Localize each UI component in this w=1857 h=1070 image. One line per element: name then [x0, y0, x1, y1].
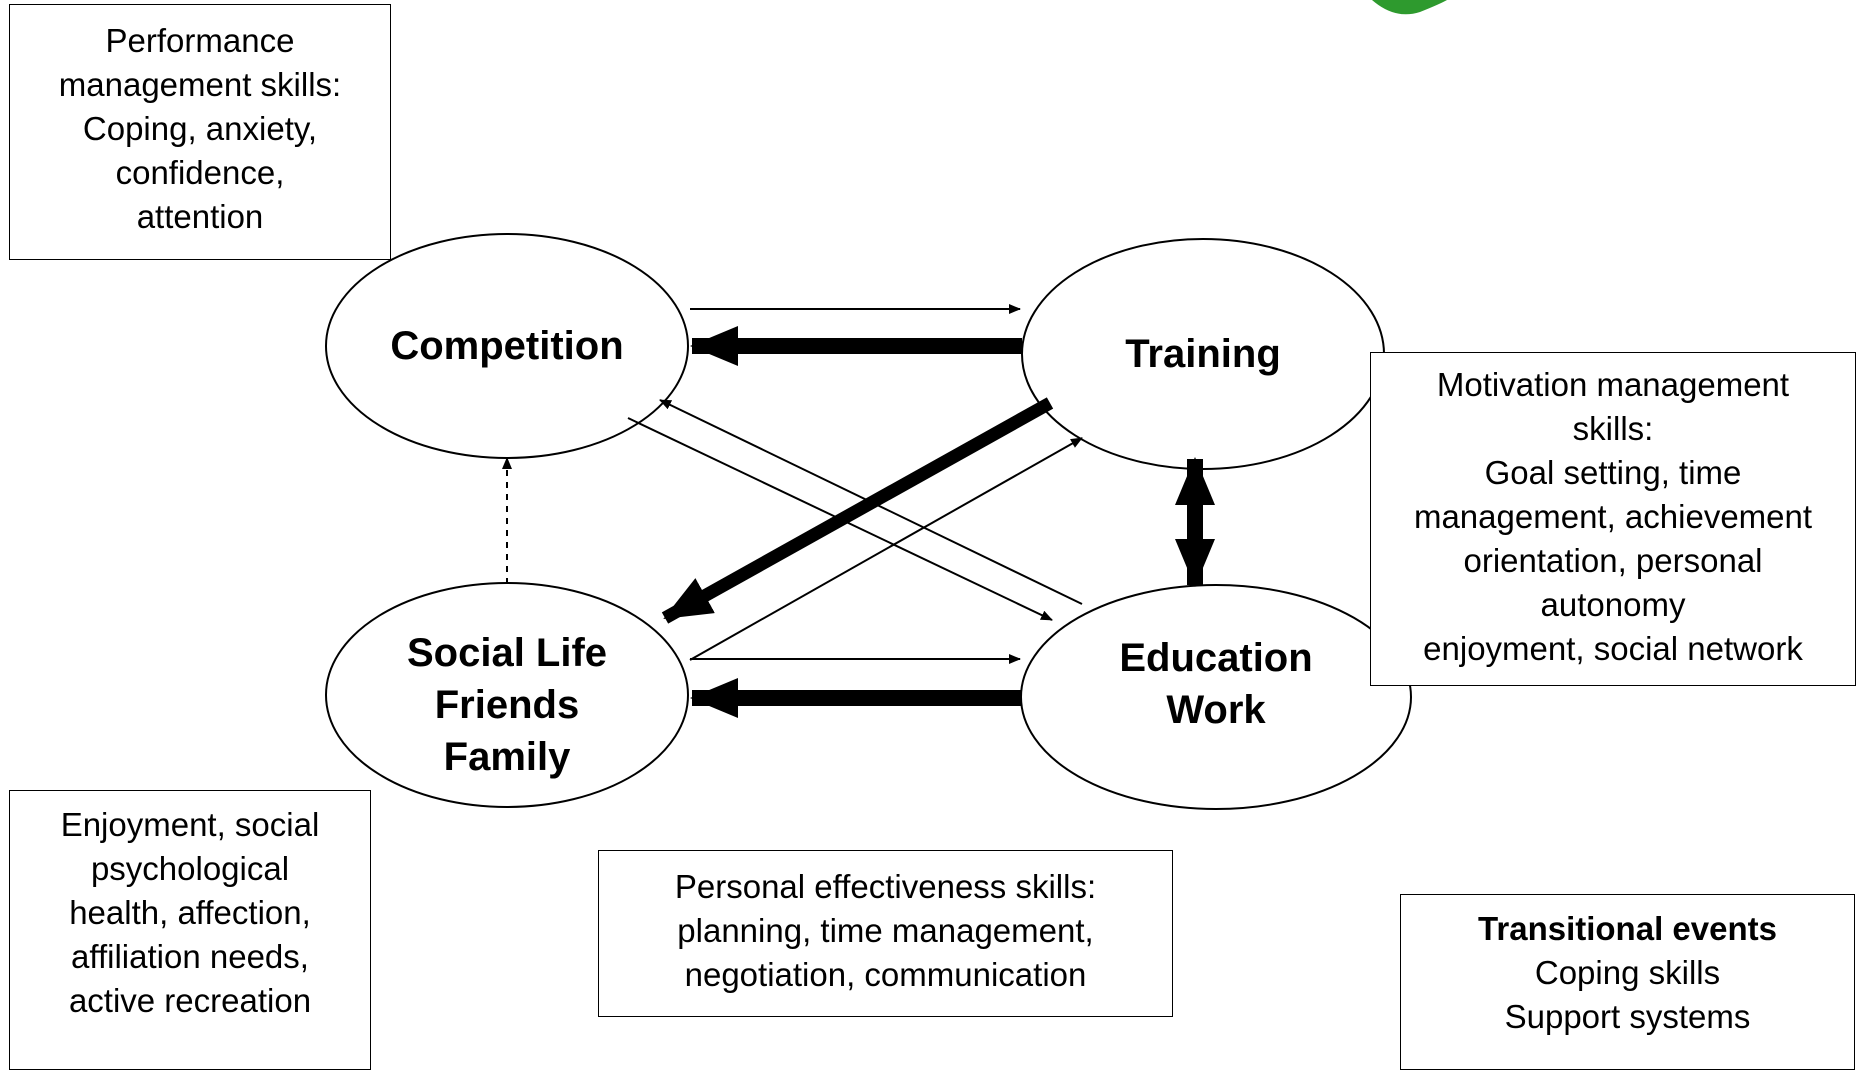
training-label: Training [1125, 332, 1281, 376]
logo-fragment [1372, 0, 1447, 15]
enjoyment-line-2: psychological [90, 850, 290, 887]
performance-line-3: Coping, anxiety, [82, 110, 318, 147]
enjoyment-line-3: health, affection, [69, 894, 311, 931]
performance-line-2: management skills: [58, 66, 342, 103]
performance-management-box: Performance management skills: Coping, a… [9, 4, 391, 260]
training-node: Training [1043, 318, 1363, 390]
education-label-line-2: Work [1166, 688, 1266, 732]
transitional-line-2: Support systems [1504, 998, 1751, 1035]
personal-line-1: Personal effectiveness skills: [674, 868, 1097, 905]
transitional-title: Transitional events [1478, 910, 1777, 947]
personal-line-3: negotiation, communication [684, 956, 1087, 993]
arrow-training-to-social [661, 397, 1054, 624]
transitional-line-1: Coping skills [1534, 954, 1721, 991]
motivation-line-1: Motivation management [1436, 366, 1790, 403]
competition-node: Competition [347, 310, 667, 382]
performance-line-1: Performance [105, 22, 295, 59]
personal-line-2: planning, time management, [677, 912, 1094, 949]
enjoyment-line-5: active recreation [68, 982, 312, 1019]
motivation-line-4: management, achievement [1413, 498, 1813, 535]
social-node: Social Life Friends Family [347, 625, 667, 785]
enjoyment-line-4: affiliation needs, [71, 938, 309, 975]
motivation-line-3: Goal setting, time [1484, 454, 1742, 491]
competition-label: Competition [390, 324, 624, 368]
motivation-management-box: Motivation management skills: Goal setti… [1370, 352, 1856, 686]
performance-line-4: confidence, [115, 154, 285, 191]
transitional-events-box: Transitional events Coping skills Suppor… [1400, 894, 1855, 1070]
arrow-education-to-competition [659, 399, 1083, 605]
social-label-line-1: Social Life [406, 631, 608, 675]
motivation-line-2: skills: [1572, 410, 1654, 447]
education-node: Education Work [1056, 630, 1376, 738]
enjoyment-line-1: Enjoyment, social [60, 806, 320, 843]
social-label-line-2: Friends [434, 683, 580, 727]
personal-effectiveness-box: Personal effectiveness skills: planning,… [598, 850, 1173, 1017]
arrow-competition-to-education [627, 417, 1053, 621]
social-label-line-3: Family [443, 735, 571, 779]
performance-line-5: attention [136, 198, 264, 235]
education-label-line-1: Education [1119, 636, 1313, 680]
arrow-social-to-training [689, 437, 1083, 661]
motivation-line-7: enjoyment, social network [1423, 630, 1803, 667]
enjoyment-box: Enjoyment, social psychological health, … [9, 790, 371, 1070]
motivation-line-6: autonomy [1540, 586, 1686, 623]
motivation-line-5: orientation, personal [1463, 542, 1763, 579]
